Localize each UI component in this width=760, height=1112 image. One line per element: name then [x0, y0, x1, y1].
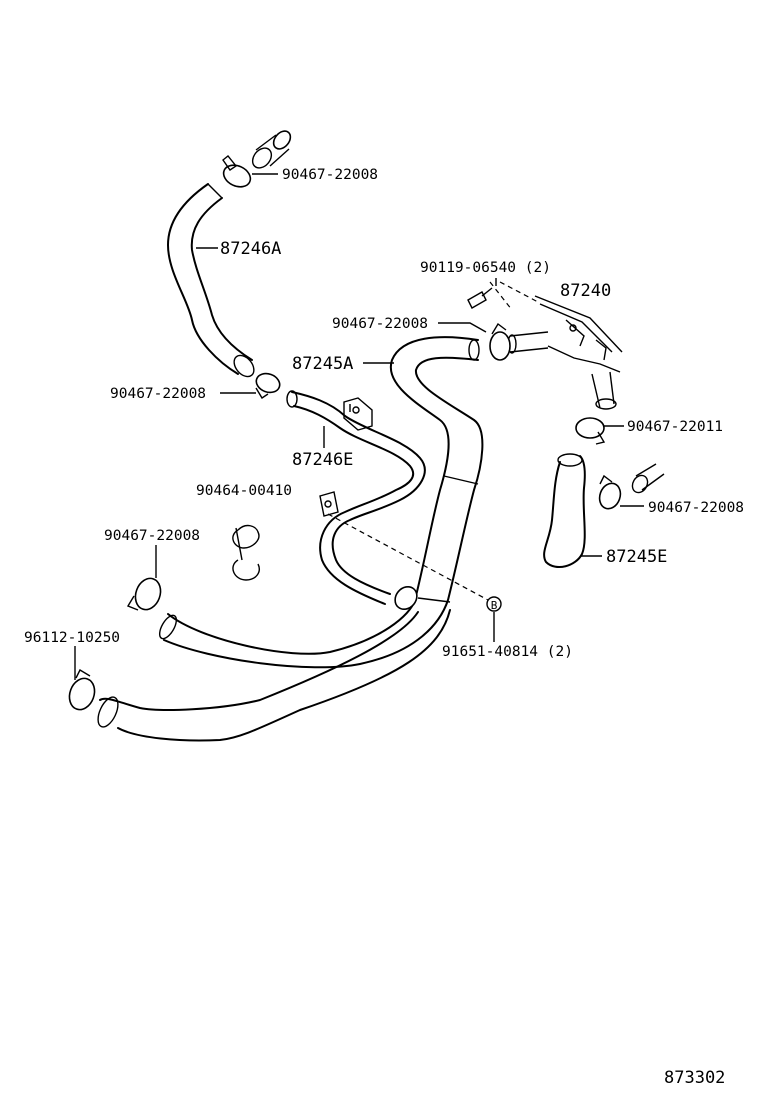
- hose-clamp-right: [598, 474, 622, 510]
- hose-clamp-mid-left: [255, 372, 281, 399]
- label-hose-87246A: 87246A: [220, 239, 281, 259]
- label-clamp-valve-outlet: 90467-22011: [627, 419, 723, 435]
- hose-clamp-valve-inlet: [489, 322, 511, 361]
- pipe-87246E: [286, 390, 426, 611]
- clip-90464: [232, 524, 260, 581]
- pipe-stub-top-left: [251, 130, 292, 169]
- hose-87245A: [158, 336, 484, 669]
- hose-lower-long: [97, 609, 451, 742]
- diagram-id: 873302: [664, 1068, 725, 1088]
- hose-87246A: [167, 183, 255, 378]
- hose-clamp-valve-outlet: [575, 417, 606, 445]
- hose-clamp-left: [126, 577, 162, 611]
- label-clamp-left: 90467-22008: [104, 528, 200, 544]
- label-clamp-right: 90467-22008: [648, 500, 744, 516]
- label-clamp-mid-left: 90467-22008: [110, 386, 206, 402]
- label-hose-87245A: 87245A: [292, 354, 353, 374]
- leader-lines: [74, 173, 644, 680]
- label-screw-90119: 90119-06540 (2): [420, 260, 551, 276]
- label-valve-87240: 87240: [560, 281, 611, 301]
- pipe-stub-right: [631, 463, 665, 494]
- label-clamp-valve-inlet: 90467-22008: [332, 316, 428, 332]
- water-valve-87240: [507, 295, 623, 410]
- hose-clamp-top-left: [222, 155, 252, 188]
- bolt-91651: B: [486, 596, 502, 612]
- bolt-dashed-line: [327, 513, 489, 601]
- label-clamp-bottom-left: 96112-10250: [24, 630, 120, 646]
- bolt-b-marker: B: [491, 599, 498, 612]
- label-bolt-91651: 91651-40814 (2): [442, 644, 573, 660]
- screw-90119: [467, 281, 539, 311]
- label-pipe-87246E: 87246E: [292, 450, 353, 470]
- label-hose-87245E: 87245E: [606, 547, 667, 567]
- hose-87245E: [543, 453, 586, 569]
- label-clip-90464: 90464-00410: [196, 483, 292, 499]
- hose-clamp-bottom-left: [68, 669, 96, 711]
- label-clamp-top: 90467-22008: [282, 167, 378, 183]
